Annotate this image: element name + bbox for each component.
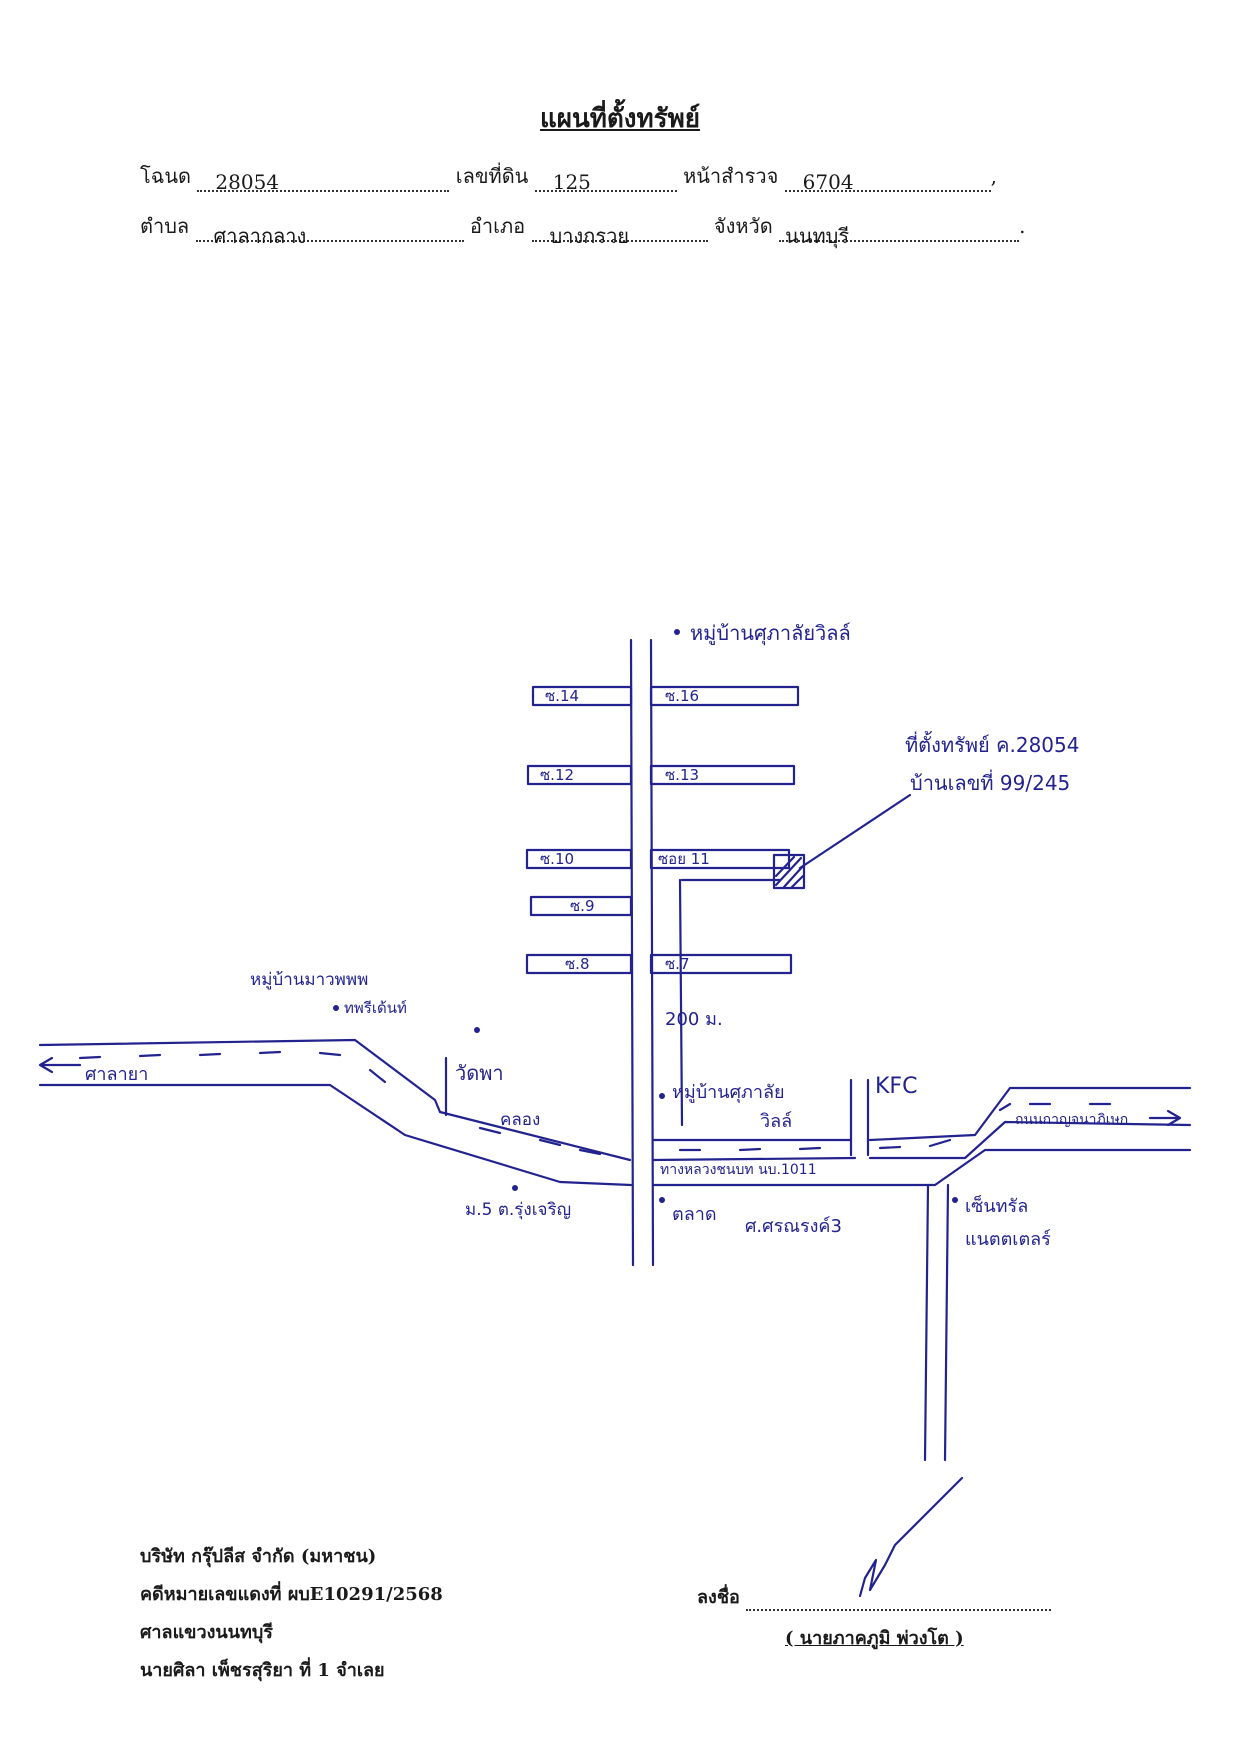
kfc-label: KFC — [875, 1074, 917, 1099]
footer-left: บริษัท กรุ๊ปลีส จำกัด (มหาชน) คดีหมายเลข… — [140, 1538, 443, 1690]
village-mid-line2: วิลล์ — [760, 1111, 792, 1132]
lane-right-16 — [649, 685, 800, 707]
highway-upper-left — [38, 1038, 442, 1114]
canal-label: คลอง — [500, 1110, 540, 1130]
location-row: ตำบล ศาลากลาง อำเภอ บางกรวย จังหวัด นนทบ… — [140, 210, 1026, 248]
property-note-line1: ที่ตั้งทรัพย์ ค.28054 — [905, 731, 1079, 757]
village-mid-dot — [659, 1093, 665, 1099]
central-line2: แนตตเตลร์ — [965, 1229, 1051, 1250]
defendant-name: นายศิลา เพ็ชรสุริยา ที่ 1 จำเลย — [140, 1660, 385, 1681]
lane-right-7 — [649, 953, 793, 975]
deed-value: 28054 — [215, 170, 280, 194]
lane-left-14 — [531, 685, 633, 707]
sign-label: ลงชื่อ — [697, 1587, 740, 1608]
company-name: บริษัท กรุ๊ปลีส จำกัด (มหาชน) — [140, 1546, 377, 1567]
signer-name: ( นายภาคภูมิ พ่วงโต ) — [785, 1628, 964, 1649]
temple-dot — [474, 1027, 480, 1033]
moo5-label: ม.5 ต.รุ่งเจริญ — [465, 1200, 571, 1220]
lane-left-10 — [525, 848, 633, 870]
page-title: แผนที่ตั้งทรัพย์ — [540, 104, 700, 134]
property-hatch — [774, 855, 805, 889]
highway-lower-left — [38, 1083, 633, 1187]
lane-left-10-label: ซ.10 — [540, 850, 574, 868]
deed-row: โฉนด 28054 เลขที่ดิน 125 หน้าสำรวจ 6704, — [140, 160, 998, 194]
land-no-label: เลขที่ดิน — [455, 164, 529, 188]
central-line1: เซ็นทรัล — [965, 1194, 1028, 1217]
lane-left-9 — [529, 895, 633, 917]
distance-label: 200 ม. — [665, 1009, 723, 1030]
survey-page-value: 6704 — [802, 170, 854, 194]
amphoe-value-field: บางกรวย — [531, 218, 708, 248]
river-dashes-left — [78, 1050, 387, 1084]
village-left-line1: หมู่บ้านมาวพพพ — [250, 970, 368, 990]
lower-road-left — [923, 1183, 930, 1462]
deed-label: โฉนด — [140, 164, 192, 188]
amphoe-label: อำเภอ — [469, 214, 526, 238]
moo5-dot — [512, 1185, 518, 1191]
tambon-value: ศาลากลาง — [213, 224, 307, 248]
row-end-comma: , — [990, 164, 998, 188]
property-pointer — [798, 793, 912, 870]
tambon-value-field: ศาลากลาง — [195, 218, 464, 248]
amphoe-value: บางกรวย — [549, 224, 630, 248]
lane-right-16-label: ซ.16 — [665, 687, 699, 705]
central-dot — [952, 1197, 958, 1203]
lane-right-13 — [649, 764, 796, 786]
arrow-left — [38, 1056, 82, 1074]
lane-left-8 — [525, 953, 633, 975]
main-soi-right-edge — [649, 638, 655, 1267]
village-mid-line1: หมู่บ้านศุภาลัย — [672, 1082, 785, 1103]
sign-line — [746, 1589, 1052, 1611]
lane-right-11-label: ซอย 11 — [658, 850, 710, 868]
sign-row: ลงชื่อ — [697, 1582, 1052, 1611]
lane-right-13-label: ซ.13 — [665, 766, 699, 784]
lower-road-right — [943, 1183, 950, 1462]
village-left-line2: ทพรีเด้นท์ — [344, 999, 407, 1017]
property-note-line2: บ้านเลขที่ 99/245 — [910, 769, 1070, 795]
land-no-value-field: 125 — [534, 168, 677, 194]
lane-left-8-label: ซ.8 — [565, 955, 590, 973]
village-top-dot — [674, 629, 680, 635]
province-value: นนทบุรี — [785, 224, 850, 248]
river-dashes-right — [478, 1102, 1112, 1156]
to-right-label: ถนนกาญจนาภิเษก — [1015, 1112, 1128, 1128]
lane-left-9-label: ซ.9 — [570, 897, 595, 915]
province-value-field: นนทบุรี — [779, 218, 1020, 248]
lane-right-11 — [649, 848, 791, 870]
main-soi-left-edge — [629, 638, 635, 1267]
market-dot — [659, 1197, 665, 1203]
arrow-right — [1148, 1109, 1182, 1127]
signature-stroke — [858, 1476, 964, 1598]
temple-label: วัดพา — [455, 1061, 504, 1085]
highway-lower-right — [651, 1148, 1192, 1187]
case-number: คดีหมายเลขแดงที่ ผบE10291/2568 — [140, 1584, 443, 1605]
to-left-label: ศาลายา — [85, 1064, 148, 1085]
row-end-period: . — [1019, 214, 1026, 238]
province-label: จังหวัด — [713, 214, 773, 238]
road-name-label: ทางหลวงชนบท นบ.1011 — [660, 1162, 817, 1178]
survey-page-value-field: 6704 — [784, 168, 991, 194]
highway-upper-right — [651, 1120, 1192, 1162]
school-label: ศ.ศรณรงค์3 — [745, 1216, 842, 1237]
deed-value-field: 28054 — [197, 168, 450, 194]
lane-left-12 — [526, 764, 633, 786]
market-label: ตลาด — [672, 1204, 717, 1225]
village-left-dot — [333, 1005, 339, 1011]
lane-right-7-label: ซ.7 — [665, 955, 690, 973]
lane-left-14-label: ซ.14 — [545, 687, 579, 705]
lane-left-12-label: ซ.12 — [540, 766, 574, 784]
village-top-label: หมู่บ้านศุภาลัยวิลล์ — [690, 621, 851, 646]
branch-edge — [678, 878, 684, 1127]
canal-edge-left — [438, 1110, 632, 1162]
survey-page-label: หน้าสำรวจ — [683, 164, 779, 188]
court-name: ศาลแขวงนนทบุรี — [140, 1622, 273, 1643]
tambon-label: ตำบล — [140, 214, 190, 238]
canal-edge-right — [651, 1086, 1192, 1142]
property-marker — [772, 853, 806, 890]
land-no-value: 125 — [552, 170, 591, 194]
